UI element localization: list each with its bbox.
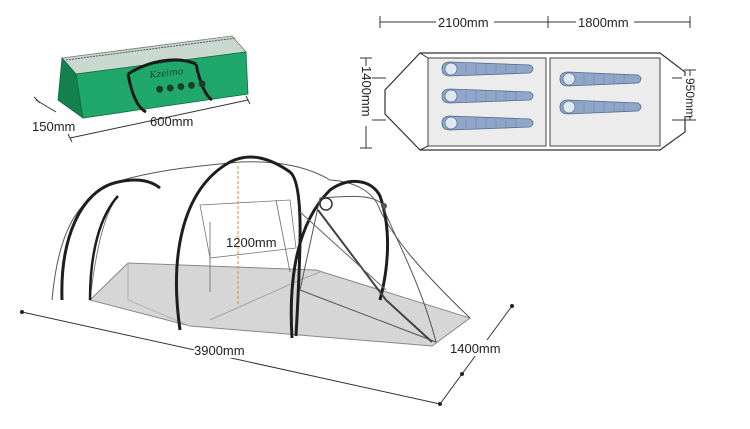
tent-pole-front — [289, 179, 390, 339]
tent-door-pole-a — [317, 209, 387, 301]
bag-dim-length-label: 600mm — [150, 114, 193, 129]
plan-dim-vestibule-label: 2100mm — [438, 15, 489, 30]
tent-dim-height-label: 1200mm — [226, 235, 277, 250]
bag-dim-height-label: 150mm — [32, 119, 75, 134]
bag-dim-length-tick-b — [245, 95, 251, 105]
tent-3d: 1200mm 3900mm 1400mm — [20, 155, 516, 406]
bag-dim-height-tick — [33, 96, 41, 104]
tent-dim-length-dot-a — [20, 310, 24, 314]
sleeping-bag — [559, 99, 642, 115]
tent-dim-length-end — [439, 373, 463, 405]
sleeping-bags-right — [559, 71, 642, 115]
bag-brand-text: Kzeimo — [148, 67, 184, 81]
tent-dim-width-mask — [448, 340, 516, 356]
tent-pole-rear — [60, 178, 161, 301]
plan-dim-inner-width-label: 950mm — [683, 78, 697, 118]
plan-dim-top-mask-a — [436, 14, 494, 30]
tent-vestibule-door — [299, 195, 437, 343]
plan-dim-right-mask — [682, 76, 696, 116]
floor-plan: 2100mm 1800mm 1400mm 950mm — [358, 14, 697, 151]
tent-floor-seam — [127, 263, 191, 327]
bag-strap-left — [126, 73, 147, 114]
tent-pole-rear-b — [88, 195, 119, 301]
bag-dim-length-line — [69, 99, 249, 139]
bag-strap-handle — [127, 58, 197, 76]
tent-door-guy — [299, 211, 387, 291]
tent-vent — [319, 197, 333, 211]
plan-dim-width-label: 1400mm — [359, 66, 374, 117]
bag-zipper — [65, 37, 237, 61]
plan-dim-inner-length-label: 1800mm — [578, 15, 629, 30]
plan-corner-line-b — [419, 145, 429, 151]
tent-inner-wall-a — [199, 199, 297, 259]
carry-bag: Kzeimo ● ● ● ● ● 150mm 600mm — [32, 35, 251, 143]
sleeping-bag — [441, 88, 534, 104]
tent-clip — [381, 203, 387, 209]
plan-corner-line-a — [419, 52, 429, 59]
plan-dim-top-mask-b — [576, 14, 634, 30]
tent-door-pole-b — [385, 299, 433, 343]
bag-strap-right — [194, 63, 213, 102]
sleeping-bag — [441, 61, 534, 77]
tent-inner-support-b — [275, 199, 291, 273]
bag-dim-length-tick-a — [67, 133, 73, 143]
tent-dim-width-dot-a — [510, 304, 514, 308]
tent-dim-length-label: 3900mm — [194, 343, 245, 358]
tent-dim-length-mask — [194, 342, 264, 358]
bag-side-face — [75, 51, 249, 119]
sleeping-bag — [559, 71, 642, 87]
plan-dim-left-mask — [358, 66, 374, 126]
sleeping-bags-left — [441, 61, 534, 131]
tent-dim-width-dot-b — [460, 372, 464, 376]
tent-dim-width-label: 1400mm — [450, 341, 501, 356]
sleeping-bag — [441, 115, 534, 131]
